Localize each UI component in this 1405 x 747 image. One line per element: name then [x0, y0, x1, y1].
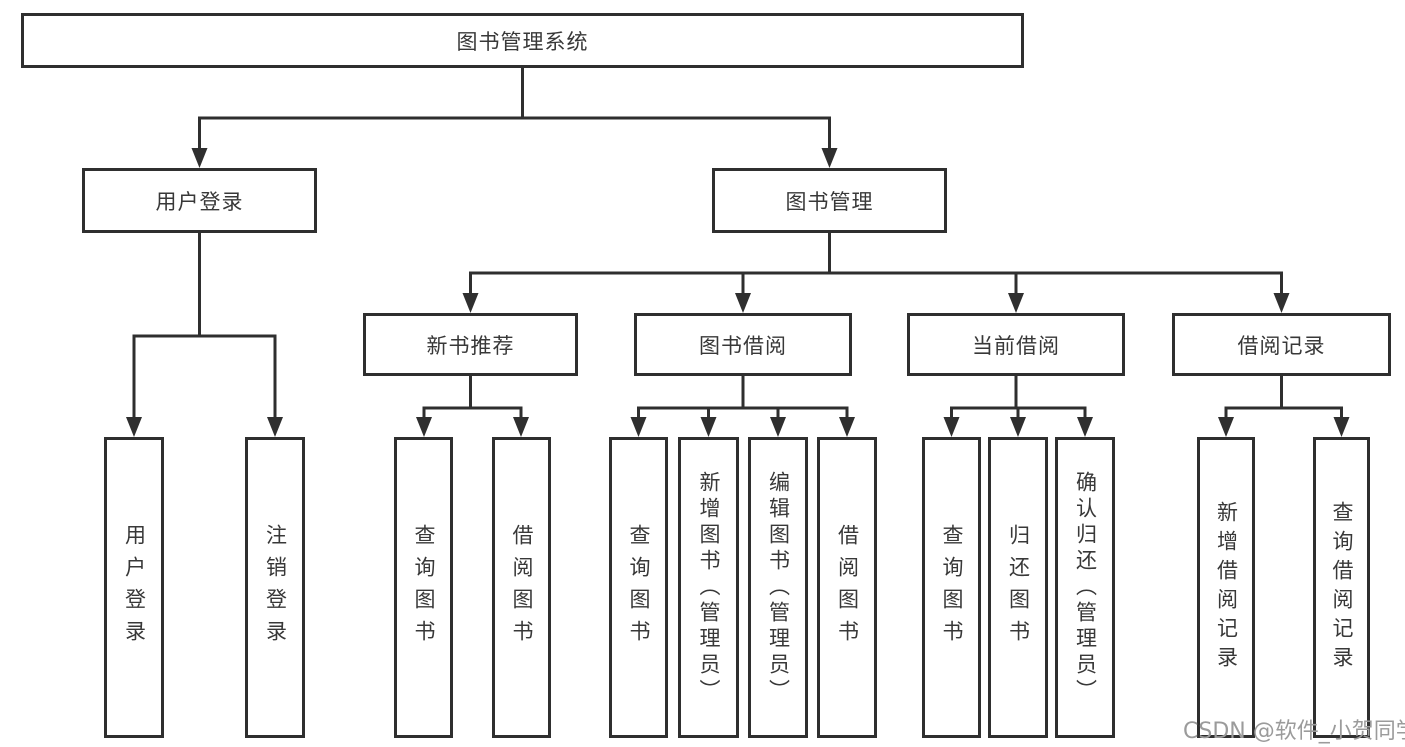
leaf-add-books-admin: 新增图书（管理员） [678, 437, 739, 738]
leaf-return-books: 归还图书 [988, 437, 1048, 738]
connector-book-management [469, 231, 1283, 297]
arrowheads [126, 148, 1350, 437]
connector-root [198, 66, 831, 152]
leaf-confirm-return-admin: 确认归还（管理员） [1055, 437, 1115, 738]
leaf-edit-books-admin: 编辑图书（管理员） [748, 437, 808, 738]
leaf-query-borrow-record: 查询借阅记录 [1313, 437, 1370, 738]
node-new-book-recommend: 新书推荐 [363, 313, 578, 376]
connector-new-book-recommend [422, 374, 523, 421]
node-root: 图书管理系统 [21, 13, 1024, 68]
leaf-logout: 注销登录 [245, 437, 305, 738]
leaf-query-books-borrow: 查询图书 [609, 437, 668, 738]
node-book-management: 图书管理 [712, 168, 947, 233]
connector-current-borrow [950, 374, 1087, 421]
connector-borrow-records [1224, 374, 1343, 421]
leaf-borrow-books-recommend: 借阅图书 [492, 437, 551, 738]
csdn-watermark: CSDN @软件_小贺同学 [1183, 719, 1405, 744]
node-current-borrow: 当前借阅 [907, 313, 1125, 376]
node-book-borrow: 图书借阅 [634, 313, 852, 376]
node-user-login: 用户登录 [82, 168, 317, 233]
leaf-borrow-books: 借阅图书 [817, 437, 877, 738]
leaf-add-borrow-record: 新增借阅记录 [1197, 437, 1255, 738]
connector-user-login [132, 231, 277, 421]
node-borrow-records: 借阅记录 [1172, 313, 1391, 376]
leaf-query-books-recommend: 查询图书 [394, 437, 453, 738]
connector-book-borrow [637, 374, 849, 421]
leaf-query-books-current: 查询图书 [922, 437, 981, 738]
leaf-user-login: 用户登录 [104, 437, 164, 738]
